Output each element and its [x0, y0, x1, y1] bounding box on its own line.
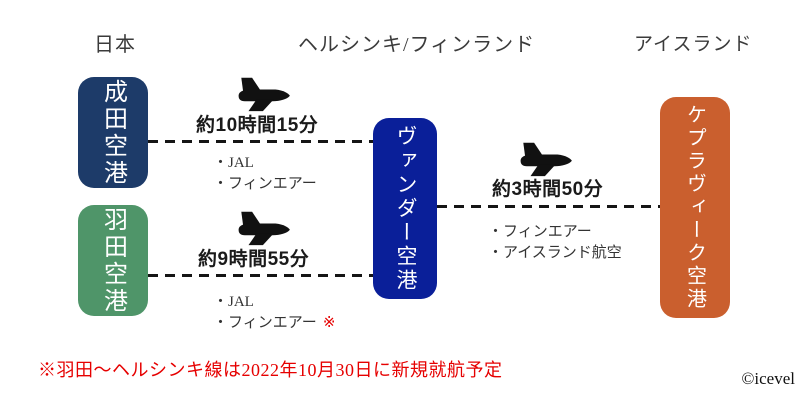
route-line-narita-vantaa	[148, 140, 373, 143]
column-header-helsinki-finland: ヘルシンキ/フィンランド	[298, 34, 536, 56]
airplane-icon	[232, 76, 292, 112]
footnote: ※羽田〜ヘルシンキ線は2022年10月30日に新規就航予定	[38, 360, 503, 380]
footnote-reference-mark: ※	[322, 315, 336, 331]
airline-list-vantaa-keflavik: ・フィンエアー ・アイスランド航空	[488, 222, 622, 264]
airline-item: ・フィンエアー※	[213, 315, 336, 331]
airline-item: ・フィンエアー	[488, 224, 592, 240]
airline-item: ・アイスランド航空	[488, 245, 622, 261]
duration-haneda-vantaa: 約9時間55分	[198, 249, 310, 270]
airline-item: ・フィンエアー	[213, 176, 317, 192]
airport-label-haneda: 羽田空港	[99, 206, 127, 315]
airport-label-keflavik: ケプラヴィーク空港	[683, 104, 706, 311]
airplane-icon	[514, 141, 574, 177]
column-header-japan: 日本	[94, 34, 136, 56]
route-line-vantaa-keflavik	[437, 205, 660, 208]
column-header-iceland: アイスランド	[634, 34, 753, 55]
airport-label-narita: 成田空港	[99, 78, 127, 187]
airplane-icon	[232, 210, 292, 246]
airport-label-vantaa: ヴァンダー空港	[394, 124, 417, 293]
airport-box-narita: 成田空港	[78, 77, 148, 188]
route-line-haneda-vantaa	[148, 274, 373, 277]
airline-item: ・JAL	[213, 294, 254, 310]
airline-item: ・JAL	[213, 155, 254, 171]
duration-narita-vantaa: 約10時間15分	[196, 115, 319, 136]
airline-list-haneda-vantaa: ・JAL ・フィンエアー※	[213, 292, 335, 334]
duration-vantaa-keflavik: 約3時間50分	[492, 179, 604, 200]
copyright: ©icevel	[741, 369, 796, 388]
airport-box-haneda: 羽田空港	[78, 205, 148, 316]
airline-list-narita-vantaa: ・JAL ・フィンエアー	[213, 153, 317, 195]
airport-box-vantaa: ヴァンダー空港	[373, 118, 437, 299]
airport-box-keflavik: ケプラヴィーク空港	[660, 97, 730, 318]
